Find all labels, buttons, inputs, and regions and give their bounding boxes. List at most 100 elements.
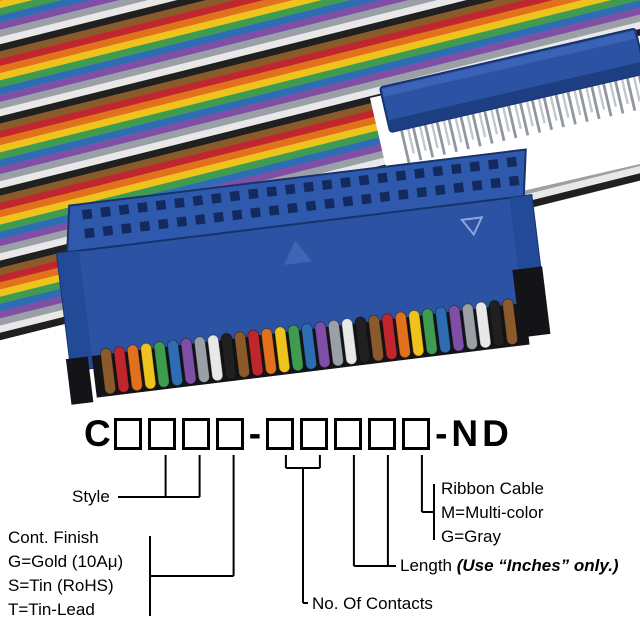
plug-pin [525, 99, 534, 127]
socket-contact-holes [81, 156, 520, 239]
plug-pin [584, 85, 594, 113]
plug-pin [608, 80, 618, 108]
wire-end [381, 313, 398, 360]
digit-box [266, 418, 295, 450]
ribbon-stripe [0, 0, 640, 183]
ribbon-stripe [0, 0, 640, 102]
wire-end [220, 332, 237, 380]
wire-end [180, 337, 197, 385]
part-number-group2-boxes [263, 418, 433, 450]
plug-pin [572, 88, 582, 116]
plug-pin [537, 96, 546, 124]
plug-pin [430, 121, 439, 149]
wire-end [260, 327, 277, 375]
plug-pin [454, 115, 463, 143]
ribbon-stripe [0, 0, 640, 156]
ribbon-option-multicolor: M=Multi-color [441, 503, 544, 522]
finish-option-gold: G=Gold (10Aμ) [8, 552, 124, 571]
plug-pin [542, 97, 553, 131]
contact-hole [451, 163, 462, 175]
ribbon-stripe [0, 0, 640, 75]
ribbon-line [420, 455, 435, 540]
contact-hole [416, 186, 428, 198]
contact-hole [84, 227, 95, 239]
wire-end [274, 326, 291, 374]
contacts-label: No. Of Contacts [312, 594, 433, 613]
plug-pin [471, 113, 482, 147]
contact-hole [432, 165, 444, 177]
digit-box [334, 418, 363, 450]
contact-hole [268, 205, 280, 216]
ribbon-stripe [0, 0, 640, 211]
wire-end [368, 314, 385, 362]
latch-black-left [65, 356, 94, 405]
contact-hole [213, 211, 224, 223]
contact-hole [414, 168, 425, 179]
idc-socket-connector [55, 148, 551, 405]
plug-pin [400, 130, 411, 164]
product-photo [0, 0, 640, 405]
contact-hole [250, 207, 261, 218]
contact-hole [174, 197, 185, 209]
ribbon-stripe [0, 0, 640, 149]
wire-end [100, 347, 117, 395]
pin1-triangle-outline [459, 216, 484, 237]
contact-hole [324, 198, 335, 209]
contacts-line [284, 455, 321, 604]
plug-pin [466, 113, 475, 141]
finish-line [149, 455, 235, 616]
plug-pin [566, 91, 577, 125]
contact-hole [469, 161, 481, 172]
wire-end [475, 301, 492, 349]
contact-hole [194, 214, 206, 225]
part-number: C - -ND [84, 413, 513, 454]
part-number-prefix: C [84, 413, 111, 454]
wire-end [207, 334, 224, 382]
contact-hole [361, 193, 372, 205]
plug-pin [590, 86, 601, 120]
wire-end [234, 331, 251, 378]
contact-hole [158, 218, 169, 230]
plug-pin [435, 122, 447, 155]
wire-end [421, 308, 438, 355]
plug-pin [489, 107, 499, 135]
contact-hole [395, 170, 407, 181]
wire-end [113, 346, 130, 393]
polarity-triangle-mark [284, 240, 312, 265]
part-number-suffix: -ND [435, 413, 513, 454]
contact-hole [137, 202, 148, 213]
plug-pin [507, 105, 518, 139]
plug-pin [632, 74, 640, 102]
contact-hole [488, 159, 499, 170]
contact-hole [453, 182, 464, 194]
contact-hole [211, 193, 222, 204]
wire-ends [100, 298, 519, 395]
wire-end [140, 342, 157, 390]
plug-pin [423, 124, 435, 158]
plug-pin [578, 89, 589, 122]
plug-pin [418, 124, 427, 151]
contact-hole [508, 175, 520, 187]
ribbon-stripe [0, 0, 640, 204]
cont-finish-title: Cont. Finish [8, 528, 99, 547]
contact-hole [121, 223, 132, 234]
wire-end [435, 306, 452, 354]
plug-top-highlight [382, 30, 636, 97]
wire-end [247, 329, 264, 377]
socket-left-cap [56, 250, 94, 371]
plug-pin [406, 126, 415, 154]
contact-hole [155, 199, 167, 211]
ribbon-stripe [0, 0, 640, 197]
contact-hole [490, 177, 501, 189]
digit-box [300, 418, 329, 450]
ribbon-stripe [0, 0, 640, 82]
ribbon-stripe [0, 0, 640, 109]
plug-pin [549, 93, 558, 121]
plug-pin [530, 100, 542, 133]
plug-pins [400, 74, 640, 164]
digit-box [113, 418, 142, 450]
finish-option-tin: S=Tin (RoHS) [8, 576, 114, 595]
ribbon-stripe [0, 0, 640, 177]
contact-hole [100, 206, 111, 218]
contact-hole [305, 200, 317, 212]
